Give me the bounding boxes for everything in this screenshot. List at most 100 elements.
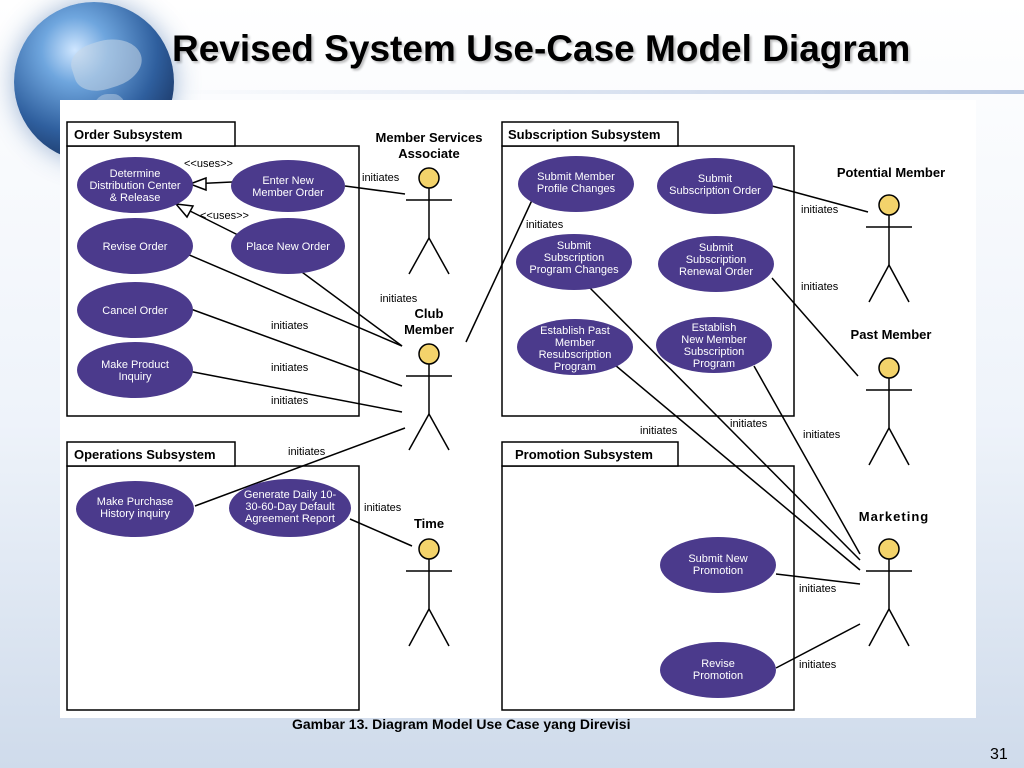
actor-marketing[interactable]: Marketing <box>859 509 929 647</box>
relation-labels: <<uses>> <<uses>> initiates initiates in… <box>184 158 841 671</box>
figure-caption: Gambar 13. Diagram Model Use Case yang D… <box>292 716 631 732</box>
slide-title: Revised System Use-Case Model Diagram <box>172 28 911 69</box>
use-case-cancel-order[interactable]: Cancel Order <box>77 282 193 338</box>
svg-text:Member Services: Member Services <box>376 130 483 145</box>
use-case-submit-subscription-order[interactable]: Submit Subscription Order <box>657 158 773 214</box>
use-case-revise-order[interactable]: Revise Order <box>77 218 193 274</box>
svg-text:Program: Program <box>693 358 735 370</box>
uses-label: <<uses>> <box>200 210 249 222</box>
svg-text:Agreement Report: Agreement Report <box>245 513 335 525</box>
svg-text:Past Member: Past Member <box>851 327 932 342</box>
svg-text:Submit Member: Submit Member <box>537 171 615 183</box>
initiates-label: initiates <box>801 281 839 293</box>
svg-text:Member Order: Member Order <box>252 187 324 199</box>
order-subsystem: Order Subsystem <box>66 121 360 417</box>
svg-text:Subscription Order: Subscription Order <box>669 185 761 197</box>
initiates-label: initiates <box>364 502 402 514</box>
actor-club-member[interactable]: Club Member <box>404 306 454 451</box>
svg-text:Enter New: Enter New <box>262 175 313 187</box>
svg-text:Cancel Order: Cancel Order <box>102 305 168 317</box>
svg-text:Renewal Order: Renewal Order <box>679 266 753 278</box>
use-case-submit-member-profile-changes[interactable]: Submit Member Profile Changes <box>518 156 634 212</box>
initiates-label: initiates <box>799 583 837 595</box>
initiates-label: initiates <box>801 204 839 216</box>
uses-label: <<uses>> <box>184 158 233 170</box>
svg-text:Potential Member: Potential Member <box>837 165 945 180</box>
initiates-label: initiates <box>803 429 841 441</box>
svg-text:New Member: New Member <box>681 334 747 346</box>
initiates-label: initiates <box>288 446 326 458</box>
svg-text:Promotion: Promotion <box>693 670 743 682</box>
svg-text:Club: Club <box>415 306 444 321</box>
svg-text:Make Product: Make Product <box>101 359 169 371</box>
title-underline <box>170 90 1024 94</box>
use-case-enter-new-member-order[interactable]: Enter New Member Order <box>231 160 345 212</box>
promotion-subsystem: Promotion Subsystem <box>501 441 795 711</box>
use-case-make-product-inquiry[interactable]: Make Product Inquiry <box>77 342 193 398</box>
subscription-subsystem: Subscription Subsystem <box>501 121 795 417</box>
svg-text:Marketing: Marketing <box>859 509 929 524</box>
use-cases: Determine Distribution Center & Release … <box>76 156 776 698</box>
initiates-label: initiates <box>362 172 400 184</box>
svg-text:Submit: Submit <box>699 242 733 254</box>
use-case-submit-new-promotion[interactable]: Submit New Promotion <box>660 537 776 593</box>
use-case-generate-daily-report[interactable]: Generate Daily 10- 30-60-Day Default Agr… <box>229 479 351 537</box>
actor-past-member[interactable]: Past Member <box>851 327 932 466</box>
initiates-label: initiates <box>640 425 678 437</box>
svg-text:Submit New: Submit New <box>688 553 747 565</box>
svg-text:Revise Order: Revise Order <box>103 241 168 253</box>
use-case-place-new-order[interactable]: Place New Order <box>231 218 345 274</box>
use-case-submit-subscription-renewal-order[interactable]: Submit Subscription Renewal Order <box>658 236 774 292</box>
svg-text:Member: Member <box>555 337 596 349</box>
initiates-label: initiates <box>730 418 768 430</box>
svg-text:Program: Program <box>554 361 596 373</box>
svg-text:Establish Past: Establish Past <box>540 325 610 337</box>
svg-text:Time: Time <box>414 516 444 531</box>
use-case-establish-past-member-program[interactable]: Establish Past Member Resubscription Pro… <box>517 319 633 375</box>
diagram-panel: Order Subsystem Operations Subsystem Sub… <box>60 100 976 718</box>
initiates-label: initiates <box>799 659 837 671</box>
globe-landmass <box>66 30 148 98</box>
svg-text:Establish: Establish <box>692 322 737 334</box>
svg-text:Place New Order: Place New Order <box>246 241 330 253</box>
use-case-diagram: Order Subsystem Operations Subsystem Sub… <box>66 121 945 711</box>
order-subsystem-title: Order Subsystem <box>74 127 182 142</box>
promotion-subsystem-title: Promotion Subsystem <box>515 447 653 462</box>
svg-text:Distribution Center: Distribution Center <box>89 180 180 192</box>
svg-text:Make Purchase: Make Purchase <box>97 496 173 508</box>
subscription-subsystem-title: Subscription Subsystem <box>508 127 660 142</box>
use-case-make-purchase-history-inquiry[interactable]: Make Purchase History inquiry <box>76 481 194 537</box>
svg-text:& Release: & Release <box>110 192 161 204</box>
svg-text:Submit: Submit <box>698 173 732 185</box>
svg-text:Generate Daily 10-: Generate Daily 10- <box>244 489 337 501</box>
association-lines <box>179 185 869 669</box>
svg-text:Determine: Determine <box>110 168 161 180</box>
svg-text:Program Changes: Program Changes <box>529 264 619 276</box>
page-number: 31 <box>990 746 1008 763</box>
use-case-establish-new-member-program[interactable]: Establish New Member Subscription Progra… <box>656 317 772 373</box>
initiates-label: initiates <box>271 362 309 374</box>
svg-text:Member: Member <box>404 322 454 337</box>
operations-subsystem-title: Operations Subsystem <box>74 447 216 462</box>
use-case-determine-distribution[interactable]: Determine Distribution Center & Release <box>77 157 193 213</box>
initiates-label: initiates <box>271 395 309 407</box>
svg-text:Subscription: Subscription <box>544 252 605 264</box>
actor-potential-member[interactable]: Potential Member <box>837 165 945 303</box>
svg-text:Inquiry: Inquiry <box>118 371 152 383</box>
use-case-revise-promotion[interactable]: Revise Promotion <box>660 642 776 698</box>
svg-text:Profile Changes: Profile Changes <box>537 183 616 195</box>
initiates-label: initiates <box>271 320 309 332</box>
svg-text:Subscription: Subscription <box>686 254 747 266</box>
initiates-label: initiates <box>380 293 418 305</box>
svg-text:Promotion: Promotion <box>693 565 743 577</box>
svg-text:Subscription: Subscription <box>684 346 745 358</box>
svg-text:Resubscription: Resubscription <box>539 349 612 361</box>
actor-time[interactable]: Time <box>406 516 452 647</box>
operations-subsystem: Operations Subsystem <box>66 441 360 711</box>
svg-text:30-60-Day Default: 30-60-Day Default <box>245 501 334 513</box>
svg-text:Revise: Revise <box>701 658 735 670</box>
use-case-submit-subscription-program-changes[interactable]: Submit Subscription Program Changes <box>516 234 632 290</box>
uses-arrows <box>174 176 241 237</box>
actor-member-services-associate[interactable]: Member Services Associate <box>376 130 483 275</box>
svg-text:Associate: Associate <box>398 146 459 161</box>
